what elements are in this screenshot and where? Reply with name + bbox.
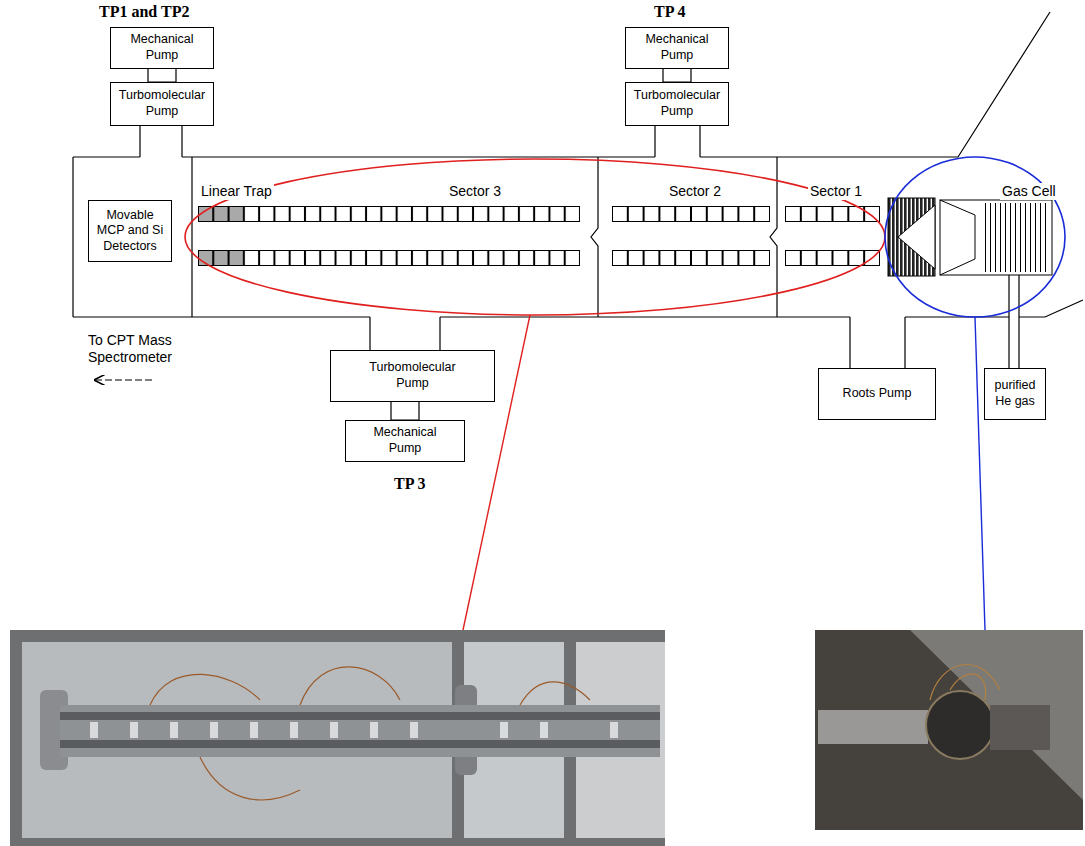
trap-electrode [229,251,243,266]
pump-station-label: TP1 and TP2 [97,2,191,21]
pump-neck [850,317,905,368]
direction-arrow [95,379,152,380]
photo-wires [930,665,1000,700]
photo-plate [910,630,1083,800]
direction-note: To CPT Mass Spectrometer [86,332,202,366]
photo-electrode [250,722,258,738]
node-text: Turbomolecular Pump [630,88,724,119]
trap-electrode [214,207,228,222]
chamber-left-wall [72,157,73,317]
photo-electrode [540,722,548,738]
photo-funnel [926,691,994,759]
photo-wires [150,667,590,800]
highlight-ellipse [885,157,1065,317]
gas-cell-body [940,200,1052,275]
photo-rods [818,710,928,744]
highlight-ellipse [185,159,885,315]
pump-neck-connector [663,69,691,82]
photo-frame [815,630,1083,830]
trap-electrode [214,251,228,266]
divider-wall [191,157,192,317]
photo-electrode [130,722,138,738]
pump-box: Mechanical Pump [345,420,465,462]
pump-box: Roots Pump [818,368,936,420]
photo-electrode [90,722,98,738]
chamber-top-wall [73,12,1050,157]
photo-cell [990,705,1050,750]
electrode-row [198,206,580,266]
section-label: Sector 3 [447,183,503,200]
gas-pipe [1009,275,1019,368]
pump-box: Turbomolecular Pump [110,82,214,126]
pump-box: Turbomolecular Pump [625,82,729,126]
detector-box: Movable MCP and Si Detectors [88,200,172,262]
gas-cell-cone [940,200,975,275]
photo-electrode [410,722,418,738]
pump-box: Mechanical Pump [625,27,729,69]
pump-station-label: TP 4 [652,2,688,21]
photo-rods [60,705,660,757]
photo-electrode [500,722,508,738]
photo-electrode [370,722,378,738]
node-text: Roots Pump [843,386,912,402]
pump-neck [655,126,700,157]
gas-supply-box: purified He gas [984,368,1046,420]
section-label: Sector 2 [667,183,723,200]
photo-electrode [290,722,298,738]
section-label: Gas Cell [1000,183,1058,200]
trap-electrode [229,207,243,222]
node-text: Turbomolecular Pump [361,360,464,391]
node-text: Turbomolecular Pump [115,88,209,119]
node-text: Mechanical Pump [358,425,452,456]
electrode-row [785,206,880,266]
electrode-row [612,206,770,266]
funnel-opening [898,205,935,269]
photo-electrode [210,722,218,738]
pump-box: Mechanical Pump [110,27,214,69]
photo-electrode [170,722,178,738]
section-label: Linear Trap [199,183,274,200]
photo-frame [10,630,665,846]
pump-neck-connector [148,69,176,82]
photo-electrode [330,722,338,738]
photo-rods [60,740,660,748]
node-text: Mechanical Pump [630,32,724,63]
photo-electrode [610,722,618,738]
photo-gas-cell [815,630,1083,830]
divider-wall [591,157,598,317]
node-text: Movable MCP and Si Detectors [95,208,165,255]
pump-neck [140,126,182,157]
photo-linear-trap [10,630,665,846]
gas-cell-rings [985,203,1050,272]
rf-funnel [888,198,935,276]
photo-rods [60,712,660,720]
pump-neck [370,317,440,350]
pump-box: Turbomolecular Pump [330,350,495,402]
node-text: Mechanical Pump [115,32,209,63]
callout-line [975,317,985,630]
pump-station-label: TP 3 [392,474,428,493]
node-text: purified He gas [988,378,1042,409]
pump-neck-connector [391,402,419,420]
section-label: Sector 1 [808,183,864,200]
